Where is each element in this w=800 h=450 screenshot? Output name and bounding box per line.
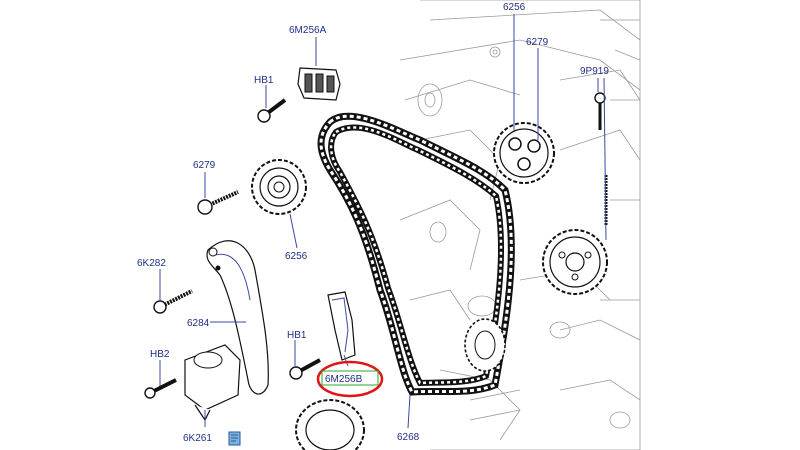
bolt-hb1-top [257, 98, 287, 123]
highlight-ellipse [316, 360, 384, 398]
bolt-6279-left [197, 190, 239, 215]
cam-sprocket-right [542, 229, 608, 295]
label-6284: 6284 [187, 318, 210, 329]
label-hb1-top: HB1 [254, 75, 274, 86]
crank-sprocket [464, 318, 506, 372]
document-icon [228, 431, 241, 446]
sprocket-left [251, 159, 307, 215]
label-6256-top: 6256 [503, 2, 526, 13]
chain-guide-6m256b [327, 291, 356, 361]
label-6256-left: 6256 [285, 251, 308, 262]
label-hb2: HB2 [150, 349, 170, 360]
bolt-hb2 [144, 378, 177, 399]
label-6268: 6268 [397, 432, 420, 443]
leader-lines [159, 14, 607, 429]
highlight-label-box [321, 370, 379, 386]
chain-guide-6284 [206, 240, 269, 395]
tensioner-arm-top [297, 67, 341, 101]
label-6m256a: 6M256A [289, 25, 327, 36]
label-6k261: 6K261 [183, 433, 212, 444]
bolt-hb1-lower [289, 358, 321, 380]
label-hb1-lower: HB1 [287, 330, 307, 341]
label-6k282: 6K282 [137, 258, 166, 269]
tensioner-6k261 [184, 344, 241, 422]
label-6m256b: 6M256B [325, 374, 363, 385]
label-6279-right: 6279 [526, 37, 549, 48]
timing-chain [317, 112, 515, 396]
bolt-6k282 [153, 289, 193, 314]
label-9p919: 9P919 [580, 66, 609, 77]
cam-sprocket-top [493, 122, 555, 184]
sprocket-bottom [295, 399, 365, 450]
bolt-6279-right [594, 92, 606, 130]
label-6279-left: 6279 [193, 160, 216, 171]
